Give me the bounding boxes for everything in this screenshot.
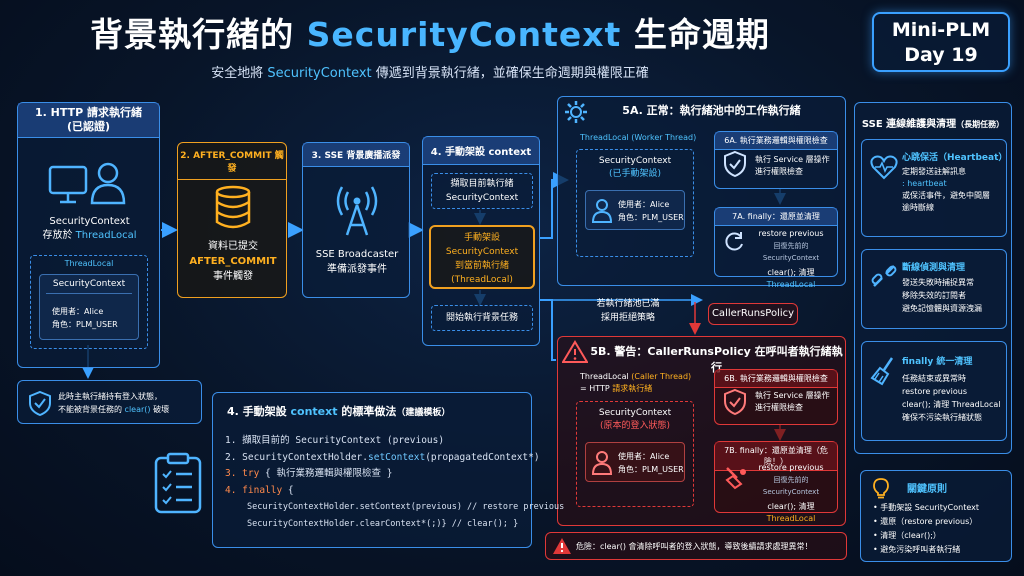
broken-link-icon [871,265,897,287]
step1-note: 此時主執行緒持有登入狀態， 不能被背景任務的 clear() 破壞 [17,380,202,424]
heartbeat-icon [870,155,898,180]
list-item: • 還原（restore previous） [873,517,978,526]
template-title: 4. 手動架設 context 的標準做法（建議模板） [227,405,451,418]
lightbulb-icon [873,478,889,499]
user-icon [592,199,612,223]
database-icon [215,185,251,229]
reject-note: 若執行緒池已滿採用拒絕策略 [596,299,660,323]
shield-check-icon [29,390,51,416]
warning-icon [553,538,571,554]
clipboard-checklist-icon [154,452,202,514]
step4-start: 開始執行背景任務 [431,305,533,331]
sse-panel: SSE 連線維護與清理（長期任務） 心跳保活（Heartbeat） 定期發送註解… [854,102,1012,454]
step7b-panel: 7B. finally：還原並清理（危險！） restore previous … [714,441,838,523]
template-code: 1. 擷取目前的 SecurityContext (previous) 2. S… [225,435,565,529]
step6a-panel: 6A. 執行業務邏輯與權限檢查 執行 Service 層操作進行權限檢查 [714,131,838,189]
step2-panel: 2. AFTER_COMMIT 觸發 資料已提交 AFTER_COMMIT 事件… [177,142,287,298]
sse-disconnect: 斷線偵測與清理 發送失敗時捕捉異常移除失效的訂閱者避免記憶體與資源洩漏 [861,249,1007,329]
step6b-panel: 6B. 執行業務邏輯與權限檢查 執行 Service 層操作進行權限檢查 [714,369,838,425]
danger-bar: 危險：clear() 會清除呼叫者的登入狀態，導致後續請求處理異常！ [545,532,847,560]
step7a-panel: 7A. finally：還原並清理 restore previous 回復先前的… [714,207,838,289]
list-item: • 手動架設 SecurityContext [873,503,979,512]
step5a-panel: 5A. 正常：執行緒池中的工作執行緒 ThreadLocal (Worker T… [557,96,846,289]
shield-check-icon [724,388,746,416]
template-panel: 4. 手動架設 context 的標準做法（建議模板） 1. 擷取目前的 Sec… [212,392,564,548]
sse-title: SSE 連線維護與清理（長期任務） [861,119,1005,130]
broadcast-tower-icon [336,186,378,236]
step1-desc: SecurityContext 存放於 ThreadLocal [42,216,137,241]
user-computer-icon [48,162,126,205]
principles-list: • 手動架設 SecurityContext • 還原（restore prev… [873,501,979,557]
caller-runs-policy-badge: CallerRunsPolicy [708,303,798,325]
step1-title: 1. HTTP 請求執行緒(已認證) [18,103,159,138]
gear-icon [565,101,587,123]
user-icon [592,451,612,475]
step5b-panel: 5B. 警告：CallerRunsPolicy 在呼叫者執行緒執行 Thread… [557,336,846,526]
page-title: 背景執行緒的 SecurityContext 生命週期 [90,15,770,54]
list-item: • 清理（clear();） [873,531,941,540]
list-item: • 避免污染呼叫者執行緒 [873,545,961,554]
step1-panel: 1. HTTP 請求執行緒(已認證) SecurityContext 存放於 T… [17,102,160,368]
danger-broom-icon [725,467,746,490]
broom-icon [870,357,894,386]
principles-panel: 關鍵原則 • 手動架設 SecurityContext • 還原（restore… [860,470,1012,562]
refresh-icon [725,232,743,251]
page-subtitle: 安全地將 SecurityContext 傳遞到背景執行緒，並確保生命週期與權限… [211,66,649,81]
shield-check-icon [724,150,746,178]
warning-icon [562,340,588,363]
